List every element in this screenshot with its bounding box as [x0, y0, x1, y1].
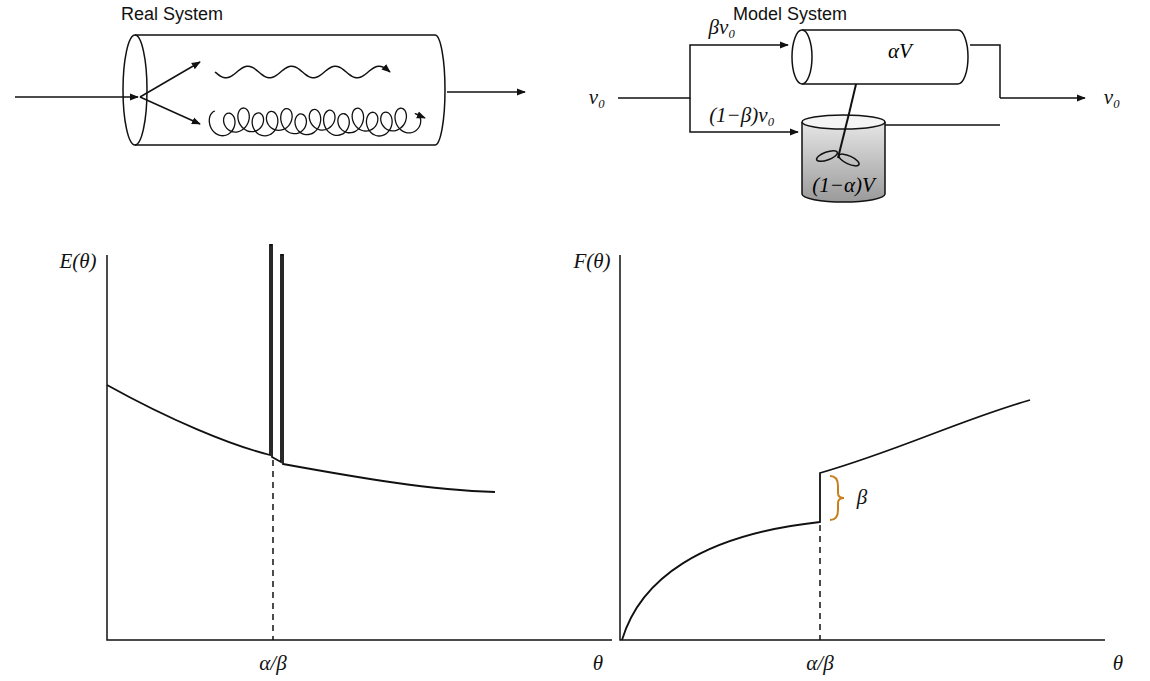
- jump-label: β: [857, 486, 867, 509]
- impeller-blade: [837, 152, 860, 169]
- tank-rim: [802, 115, 885, 129]
- e-plot: [107, 245, 612, 640]
- outlet-arrow: [447, 91, 525, 93]
- axis-title: F(θ): [573, 250, 610, 273]
- dashed-marker: [272, 460, 274, 640]
- outlet-arrow: [1000, 97, 1085, 99]
- feed-line: [618, 45, 788, 98]
- stirred-tank-reactor: (1−α)V: [800, 112, 887, 204]
- inlet-arrow: [15, 96, 138, 98]
- axis-title: θ: [593, 652, 603, 675]
- outlet-line: [884, 124, 1000, 126]
- section-title: Model System: [733, 5, 847, 25]
- flow-label: βv₀: [708, 16, 735, 39]
- cylinder-body: [802, 30, 968, 84]
- stirrer-shaft: [838, 112, 849, 158]
- outlet-line: [970, 45, 1000, 98]
- tick-label: α/β: [259, 652, 286, 675]
- e-curve: [107, 245, 495, 492]
- f-curve: [622, 400, 1030, 640]
- axes: [107, 255, 612, 640]
- bypass-flow-line: [215, 66, 390, 78]
- axes: [620, 255, 1105, 640]
- cylinder-end: [123, 35, 147, 145]
- split-arrow: [140, 62, 200, 97]
- feed-line: [690, 98, 798, 132]
- section-title: Real System: [121, 5, 223, 25]
- stirrer-shaft: [849, 80, 857, 112]
- cylinder-outline: [790, 28, 970, 86]
- tick-label: α/β: [806, 652, 833, 675]
- real-reactor: [15, 35, 525, 145]
- impeller-blade: [815, 148, 838, 163]
- dashed-marker: [819, 525, 821, 640]
- volume-label: αV: [888, 39, 912, 64]
- volume-label: (1−α)V: [812, 173, 875, 198]
- jump-brace: [830, 476, 844, 520]
- flow-label: v₀: [589, 86, 606, 109]
- cylinder-body: [135, 35, 445, 145]
- flow-label: (1−β)v₀: [709, 104, 775, 127]
- axis-title: E(θ): [59, 250, 96, 273]
- dispersed-flow-line: [209, 108, 425, 136]
- cylinder-end: [792, 30, 812, 84]
- axis-title: θ: [1113, 652, 1123, 675]
- flow-label: v₀: [1104, 86, 1121, 109]
- split-arrow: [140, 97, 200, 124]
- f-plot: [620, 255, 1105, 640]
- plug-flow-reactor: αV: [790, 28, 970, 86]
